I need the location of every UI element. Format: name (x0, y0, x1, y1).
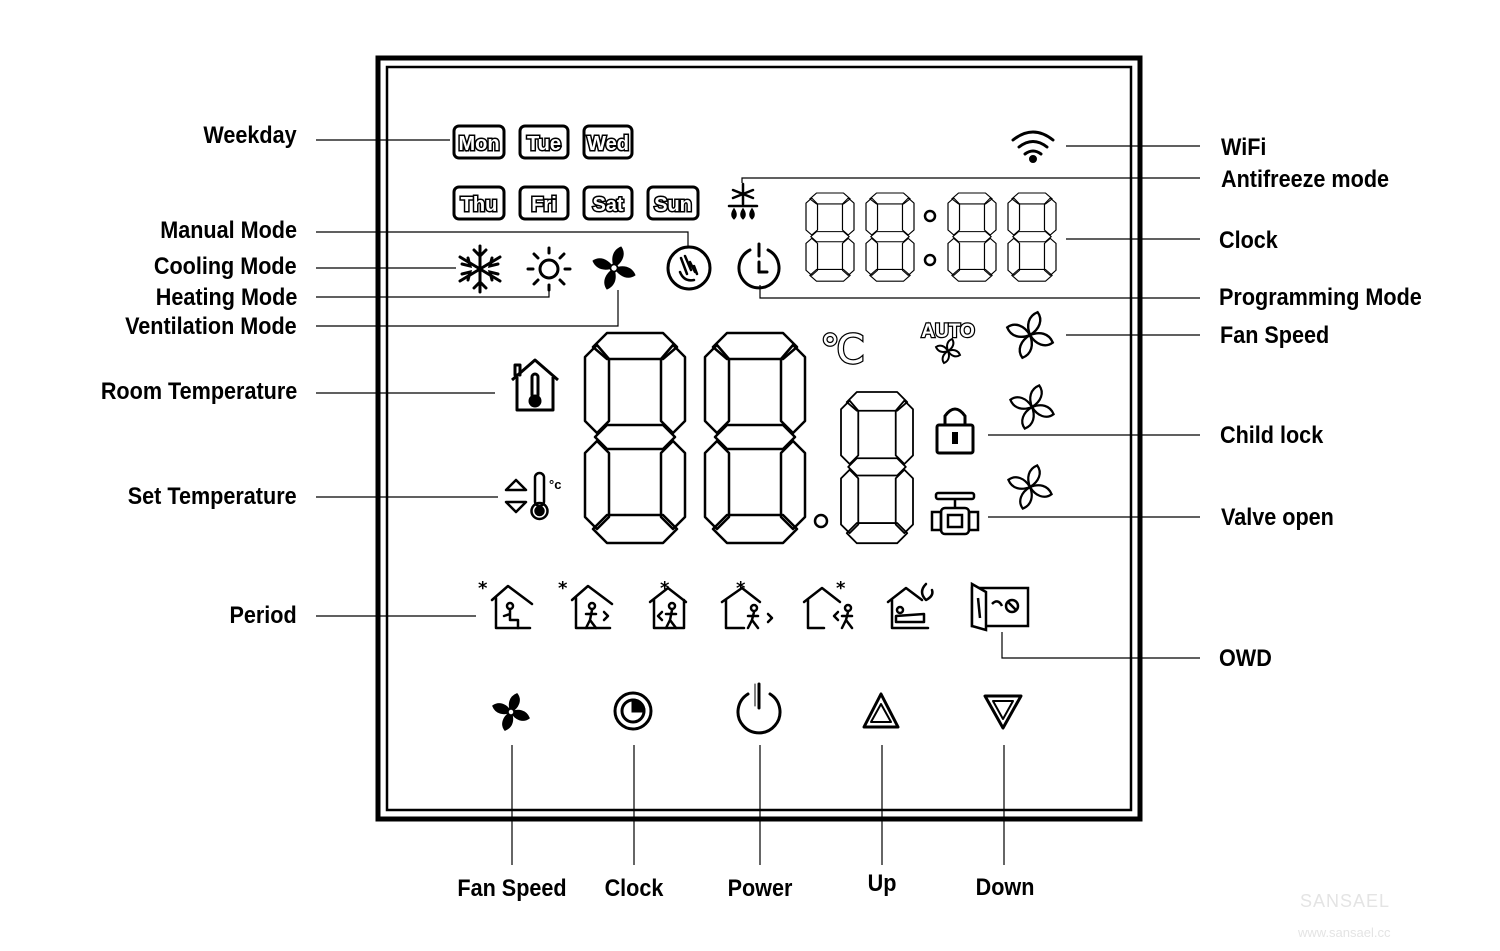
label-fan-speed-button: Fan Speed (457, 875, 567, 902)
label-up-button: Up (867, 870, 897, 897)
watermark-url: www.sansael.cc (1298, 925, 1391, 940)
weekday-sat: Sat (582, 185, 634, 221)
label-room-temperature: Room Temperature (100, 378, 297, 405)
label-heating-mode: Heating Mode (155, 284, 297, 311)
period-3-icon: * (648, 578, 688, 630)
svg-text:Sat: Sat (592, 194, 623, 216)
label-manual-mode: Manual Mode (160, 217, 297, 244)
clock-button[interactable] (613, 691, 653, 731)
label-weekday: Weekday (203, 122, 297, 149)
ventilation-fan-icon (592, 246, 636, 290)
svg-text:Mon: Mon (458, 133, 499, 155)
svg-text:*: * (660, 578, 670, 599)
watermark-brand: SANSAEL (1300, 891, 1391, 911)
weekday-wed: Wed (582, 124, 634, 160)
label-power-button: Power (727, 875, 793, 902)
period-4-icon: * (720, 578, 774, 630)
fan-speed-medium-icon (1009, 384, 1055, 430)
weekday-fri: Fri (518, 185, 570, 221)
label-set-temperature: Set Temperature (128, 483, 297, 510)
set-temperature-icon: °c (504, 471, 561, 521)
label-down-button: Down (975, 874, 1035, 901)
label-wifi: WiFi (1221, 134, 1267, 161)
celsius-unit: ℃ (820, 327, 865, 373)
weekday-mon: Mon (452, 124, 506, 160)
fan-speed-high-icon (1006, 311, 1054, 359)
valve-icon (930, 491, 980, 536)
period-icons: * * * * * (478, 578, 934, 630)
wifi-icon (1011, 130, 1055, 163)
svg-text:AUTO: AUTO (921, 321, 974, 342)
period-2-icon: * (558, 578, 614, 630)
svg-text:*: * (558, 578, 568, 599)
label-fan-speed-right: Fan Speed (1220, 322, 1330, 349)
lock-icon (935, 407, 975, 455)
weekday-sun: Sun (646, 185, 700, 221)
fan-speed-low-icon (1007, 464, 1053, 510)
down-button[interactable] (983, 694, 1023, 730)
label-antifreeze-mode: Antifreeze mode (1221, 166, 1390, 193)
label-ventilation-mode: Ventilation Mode (125, 313, 297, 340)
svg-text:Wed: Wed (587, 133, 629, 155)
clock-digits (805, 192, 1057, 282)
label-programming-mode: Programming Mode (1219, 284, 1422, 311)
label-cooling-mode: Cooling Mode (154, 253, 297, 280)
period-6-icon (886, 582, 934, 630)
device-frame-outer (375, 55, 1143, 822)
open-window-icon (970, 581, 1030, 632)
svg-text:Thu: Thu (461, 194, 498, 216)
sun-icon (526, 246, 572, 292)
fan-speed-button[interactable] (492, 693, 530, 731)
room-temperature-icon (511, 358, 559, 412)
svg-text:*: * (836, 578, 846, 599)
svg-text:Sun: Sun (654, 194, 692, 216)
label-clock: Clock (1219, 227, 1278, 254)
programming-mode-icon (737, 242, 781, 290)
fan-auto-icon: AUTO (920, 320, 976, 364)
label-valve-open: Valve open (1221, 504, 1334, 531)
label-child-lock: Child lock (1220, 422, 1324, 449)
svg-text:*: * (478, 578, 488, 599)
svg-text:Tue: Tue (527, 133, 561, 155)
period-1-icon: * (478, 578, 534, 630)
antifreeze-icon (727, 182, 759, 220)
weekday-tue: Tue (518, 124, 570, 160)
temperature-digits (583, 331, 914, 545)
snowflake-icon (458, 244, 502, 294)
up-button[interactable] (862, 692, 900, 729)
manual-mode-icon (666, 245, 712, 291)
label-clock-button: Clock (604, 875, 664, 902)
label-period: Period (229, 602, 297, 629)
weekday-indicators: Mon Tue Wed Thu Fri Sat Sun (452, 124, 700, 221)
svg-text:Fri: Fri (531, 194, 557, 216)
device-frame-inner (385, 65, 1133, 812)
svg-text:°c: °c (549, 477, 561, 492)
period-5-icon: * (802, 578, 854, 630)
power-button[interactable] (736, 682, 782, 735)
weekday-thu: Thu (452, 185, 506, 221)
label-owd: OWD (1219, 645, 1272, 672)
